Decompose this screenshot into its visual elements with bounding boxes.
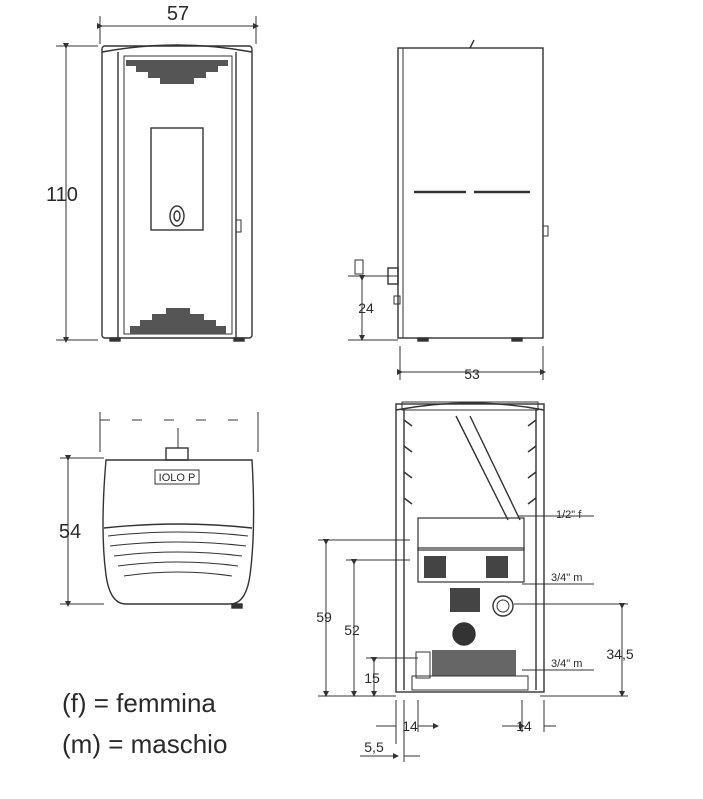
side-outlet-height-label: 24 xyxy=(358,300,374,316)
top-view xyxy=(60,412,259,609)
rear-width-55-label: 5,5 xyxy=(364,739,384,755)
rear-view xyxy=(318,401,628,762)
legend-female: (f) = femmina xyxy=(62,688,216,718)
top-panel-label: IOLO P xyxy=(159,472,196,484)
rear-height-15-label: 15 xyxy=(364,670,380,686)
rear-width-14-left-label: 14 xyxy=(402,718,418,734)
front-width-label: 57 xyxy=(167,3,189,25)
rear-height-59-label: 59 xyxy=(316,609,332,625)
legend-male: (m) = maschio xyxy=(62,729,228,759)
rear-height-345-label: 34,5 xyxy=(606,646,633,662)
side-view xyxy=(348,39,549,380)
rear-fitting-1-label: 1/2" f xyxy=(556,509,582,521)
front-height-label: 110 xyxy=(46,184,78,206)
front-view xyxy=(56,16,259,343)
top-depth-label: 54 xyxy=(59,521,81,543)
rear-height-52-label: 52 xyxy=(344,622,360,638)
rear-width-14-right-label: 14 xyxy=(516,718,532,734)
rear-fitting-3-label: 3/4" m xyxy=(551,658,582,670)
rear-fitting-2-label: 3/4" m xyxy=(551,572,582,584)
side-depth-label: 53 xyxy=(464,366,480,382)
